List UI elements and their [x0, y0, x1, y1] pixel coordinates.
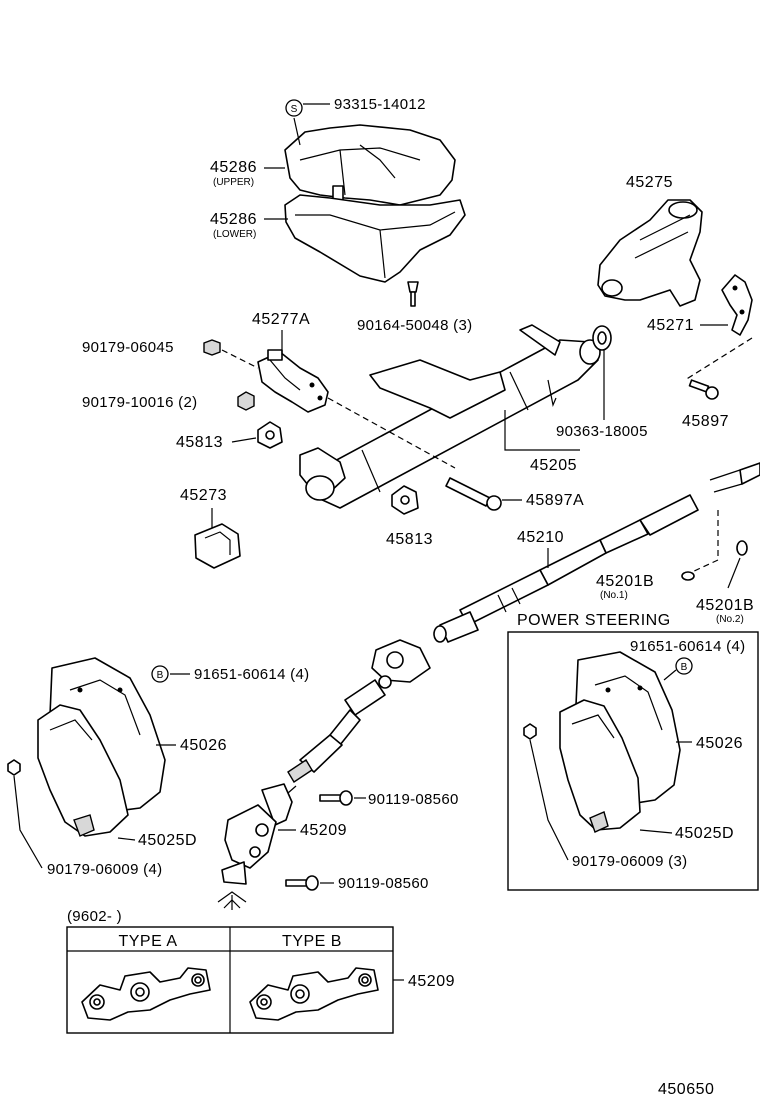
- label-45209-table: 45209: [408, 973, 455, 990]
- bushing-45273[interactable]: [194, 523, 241, 569]
- steering-shaft-45210[interactable]: [433, 462, 760, 643]
- symbol-b-text-right: B: [681, 662, 688, 673]
- nut-90179-06045[interactable]: [203, 339, 221, 356]
- bracket-45277a[interactable]: [257, 349, 329, 413]
- label-45273: 45273: [180, 487, 227, 504]
- label-lower-note: (LOWER): [213, 229, 256, 240]
- bolt-45897a[interactable]: [445, 477, 502, 511]
- symbol-b-marker-left: B: [151, 665, 169, 683]
- label-45275: 45275: [626, 174, 673, 191]
- label-90179-06009-left: 90179-06009 (4): [47, 861, 162, 878]
- label-45026-left: 45026: [180, 737, 227, 754]
- snap-ring-45201b-no2[interactable]: [736, 540, 748, 556]
- label-type-a: TYPE A: [118, 933, 177, 950]
- label-45025d-left: 45025D: [138, 832, 197, 849]
- label-45205: 45205: [530, 457, 577, 474]
- snap-ring-45201b-no1[interactable]: [681, 571, 695, 581]
- clamp-45813-upper[interactable]: [257, 421, 283, 449]
- steering-column-tube-45205[interactable]: [299, 324, 601, 509]
- nut-90179-06009-left[interactable]: [7, 759, 21, 776]
- universal-joint-45209[interactable]: [221, 783, 293, 885]
- label-45209: 45209: [300, 822, 347, 839]
- column-bracket-45275[interactable]: [597, 199, 703, 307]
- label-90363-18005: 90363-18005: [556, 423, 648, 440]
- label-45201b-no2: 45201B: [696, 597, 754, 614]
- screw-90164[interactable]: [407, 281, 419, 307]
- label-45813-upper: 45813: [176, 434, 223, 451]
- column-hole-cover-45025d-left[interactable]: [37, 704, 129, 837]
- label-power-steering: POWER STEERING: [517, 612, 671, 629]
- bolt-90119-upper[interactable]: [319, 790, 353, 806]
- column-cover-lower[interactable]: [284, 194, 466, 283]
- label-90164-50048: 90164-50048 (3): [357, 317, 472, 334]
- universal-joint-type-b[interactable]: [249, 967, 379, 1021]
- label-no1: (No.1): [600, 590, 628, 601]
- label-90179-06045: 90179-06045: [82, 339, 174, 356]
- label-90179-06009-right: 90179-06009 (3): [572, 853, 687, 870]
- label-upper-note: (UPPER): [213, 177, 254, 188]
- label-45026-right: 45026: [696, 735, 743, 752]
- clamp-45813-lower[interactable]: [391, 485, 419, 515]
- label-90119-lower: 90119-08560: [338, 875, 429, 892]
- label-90119-upper: 90119-08560: [368, 791, 459, 808]
- label-45271: 45271: [647, 317, 694, 334]
- diagram-number: 450650: [658, 1081, 714, 1098]
- label-45025d-right: 45025D: [675, 825, 734, 842]
- label-90179-10016: 90179-10016 (2): [82, 394, 197, 411]
- view-arrow: [217, 891, 247, 910]
- label-45286-lower: 45286: [210, 211, 257, 228]
- column-hole-cover-45025d-right[interactable]: [559, 699, 641, 833]
- symbol-s-text: S: [291, 104, 298, 115]
- lower-shaft-splined[interactable]: [279, 734, 343, 801]
- bracket-45271[interactable]: [721, 274, 753, 336]
- label-45813-lower: 45813: [386, 531, 433, 548]
- universal-joint-type-a[interactable]: [81, 967, 211, 1021]
- bolt-90119-lower[interactable]: [285, 875, 319, 891]
- label-type-b: TYPE B: [282, 933, 342, 950]
- power-steering-box: [507, 631, 759, 891]
- label-45897a: 45897A: [526, 492, 584, 509]
- label-45201b-no1: 45201B: [596, 573, 654, 590]
- column-cover-upper[interactable]: [284, 124, 456, 209]
- label-45277a: 45277A: [252, 311, 310, 328]
- symbol-b-text-left: B: [157, 670, 164, 681]
- label-91651-left: 91651-60614 (4): [194, 666, 309, 683]
- label-91651-right: 91651-60614 (4): [630, 638, 745, 655]
- nut-90179-10016[interactable]: [237, 391, 255, 411]
- label-date-range: (9602- ): [67, 908, 122, 925]
- universal-joint-upper[interactable]: [329, 639, 431, 746]
- symbol-b-marker-right: B: [675, 657, 693, 675]
- label-45210: 45210: [517, 529, 564, 546]
- label-45897: 45897: [682, 413, 729, 430]
- symbol-s-marker: S: [285, 99, 303, 117]
- label-93315-14012: 93315-14012: [334, 96, 426, 113]
- label-no2: (No.2): [716, 614, 744, 625]
- label-45286-upper: 45286: [210, 159, 257, 176]
- bearing-90363[interactable]: [592, 325, 612, 351]
- bolt-45897[interactable]: [688, 379, 719, 400]
- nut-90179-06009-right[interactable]: [523, 723, 537, 740]
